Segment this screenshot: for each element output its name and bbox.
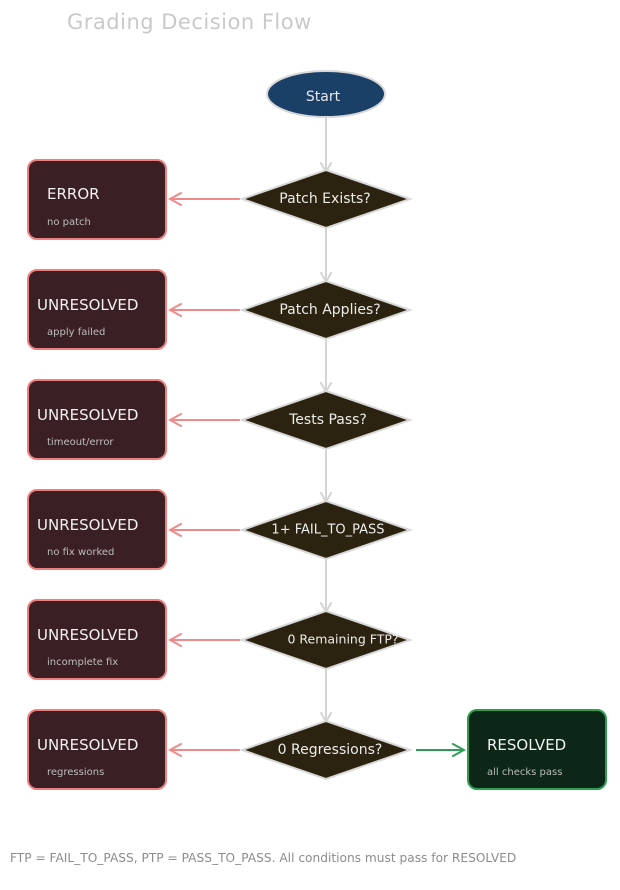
decision-node: Patch Applies? — [238, 279, 414, 341]
outcome-reason: no patch — [47, 217, 91, 228]
decision-label: 0 Regressions? — [278, 742, 383, 758]
outcome-reason: incomplete fix — [47, 657, 118, 668]
decision-node: 1+ FAIL_TO_PASS — [238, 499, 414, 561]
outcome-reason: apply failed — [47, 327, 105, 338]
decision-node: 0 Remaining FTP? — [238, 609, 414, 671]
outcome-reason: no fix worked — [47, 547, 114, 558]
outcome-status: UNRESOLVED — [37, 736, 138, 754]
outcome-box-unresolved: UNRESOLVED no fix worked — [27, 489, 167, 570]
decision-node: Patch Exists? — [238, 168, 414, 230]
outcome-reason: timeout/error — [47, 437, 114, 448]
outcome-status: UNRESOLVED — [37, 516, 138, 534]
outcome-box-unresolved: UNRESOLVED incomplete fix — [27, 599, 167, 680]
outcome-box-resolved: RESOLVED all checks pass — [467, 709, 607, 790]
resolved-reason: all checks pass — [487, 767, 562, 778]
outcome-reason: regressions — [47, 767, 104, 778]
outcome-status: UNRESOLVED — [37, 626, 138, 644]
diagram-title: Grading Decision Flow — [67, 10, 312, 34]
decision-label: 1+ FAIL_TO_PASS — [271, 523, 384, 538]
start-label: Start — [306, 89, 341, 105]
start-node: Start — [266, 70, 386, 118]
decision-label: Patch Applies? — [279, 302, 380, 318]
decision-node: 0 Regressions? — [238, 719, 414, 781]
decision-label: 0 Remaining FTP? — [287, 632, 398, 647]
outcome-status: UNRESOLVED — [37, 406, 138, 424]
outcome-status: UNRESOLVED — [37, 296, 138, 314]
outcome-status: ERROR — [47, 185, 100, 203]
fail-arrows — [170, 199, 240, 750]
decision-node: Tests Pass? — [238, 389, 414, 451]
outcome-box-unresolved: UNRESOLVED regressions — [27, 709, 167, 790]
footnote: FTP = FAIL_TO_PASS, PTP = PASS_TO_PASS. … — [10, 851, 517, 865]
outcome-box-error: ERROR no patch — [27, 159, 167, 240]
outcome-box-unresolved: UNRESOLVED apply failed — [27, 269, 167, 350]
decision-label: Tests Pass? — [288, 412, 367, 428]
decision-label: Patch Exists? — [279, 191, 370, 207]
resolved-status: RESOLVED — [487, 736, 566, 754]
outcome-box-unresolved: UNRESOLVED timeout/error — [27, 379, 167, 460]
